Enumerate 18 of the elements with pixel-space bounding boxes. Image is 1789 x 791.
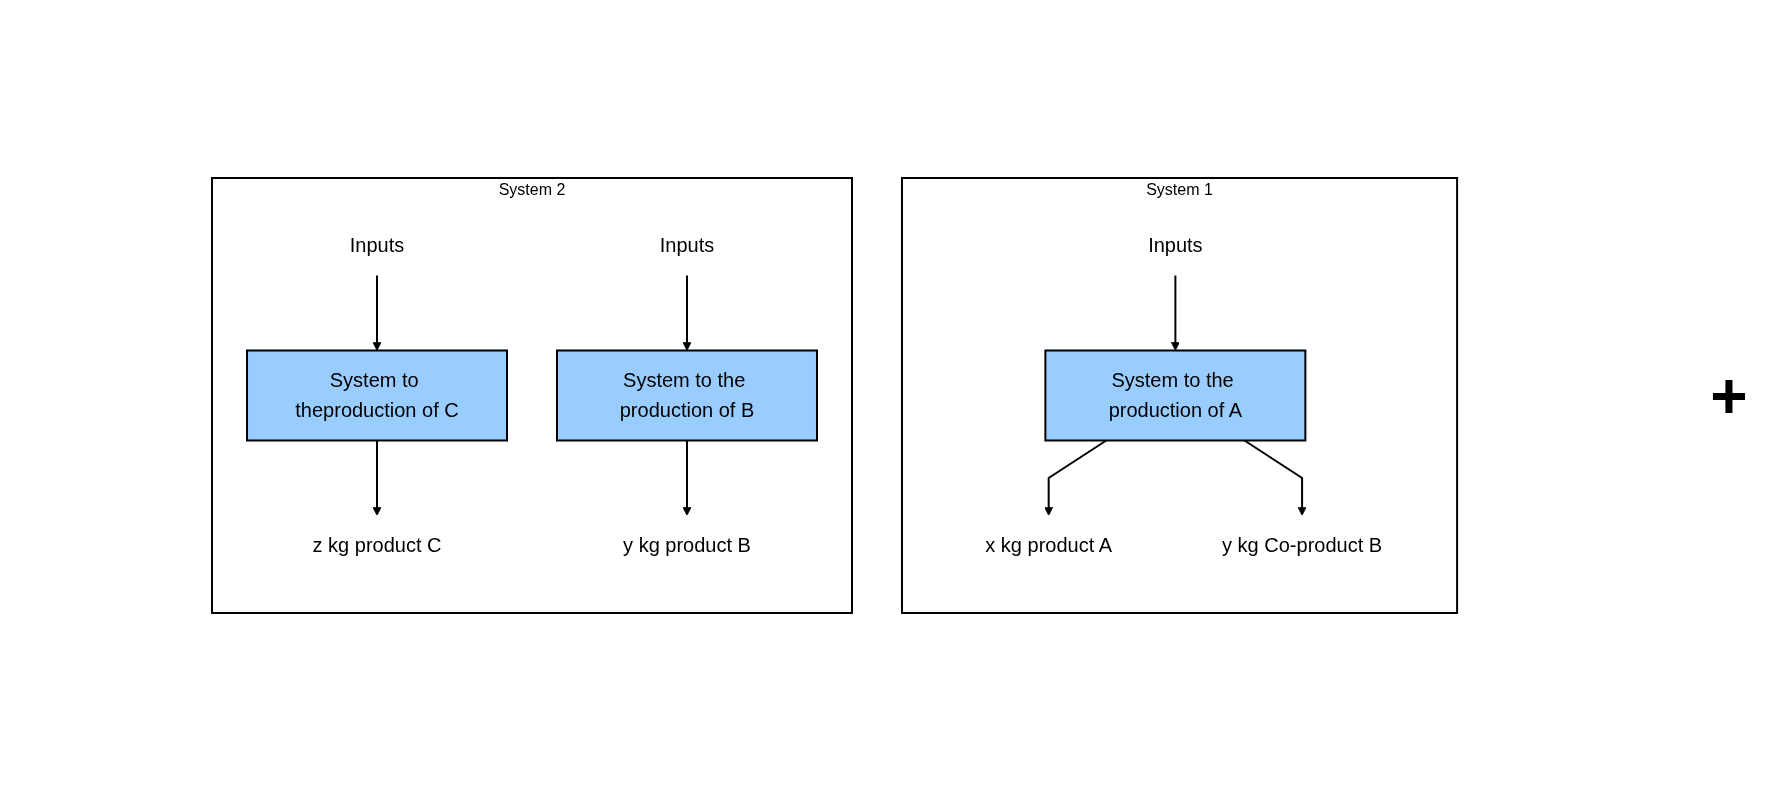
node-box: System to the production of A [1044, 349, 1307, 442]
arrow [1243, 439, 1307, 516]
node-text: Inputs [349, 234, 405, 257]
plus-sign: + [1710, 358, 1748, 433]
node-box: System to theproduction of C [245, 349, 508, 442]
arrow [1044, 439, 1108, 516]
node-text: Inputs [1148, 234, 1203, 257]
node-text: z kg product C [312, 534, 442, 557]
node-text: Inputs [659, 234, 715, 257]
arrow [1170, 274, 1180, 351]
arrow [682, 439, 692, 516]
node-text: x kg product A [985, 534, 1112, 557]
arrow [372, 274, 382, 351]
node-text: y kg product B [623, 534, 751, 557]
node-box: System to the production of B [555, 349, 818, 442]
arrow [372, 439, 382, 516]
node-text: y kg Co-product B [1221, 534, 1383, 557]
arrow [682, 274, 692, 351]
